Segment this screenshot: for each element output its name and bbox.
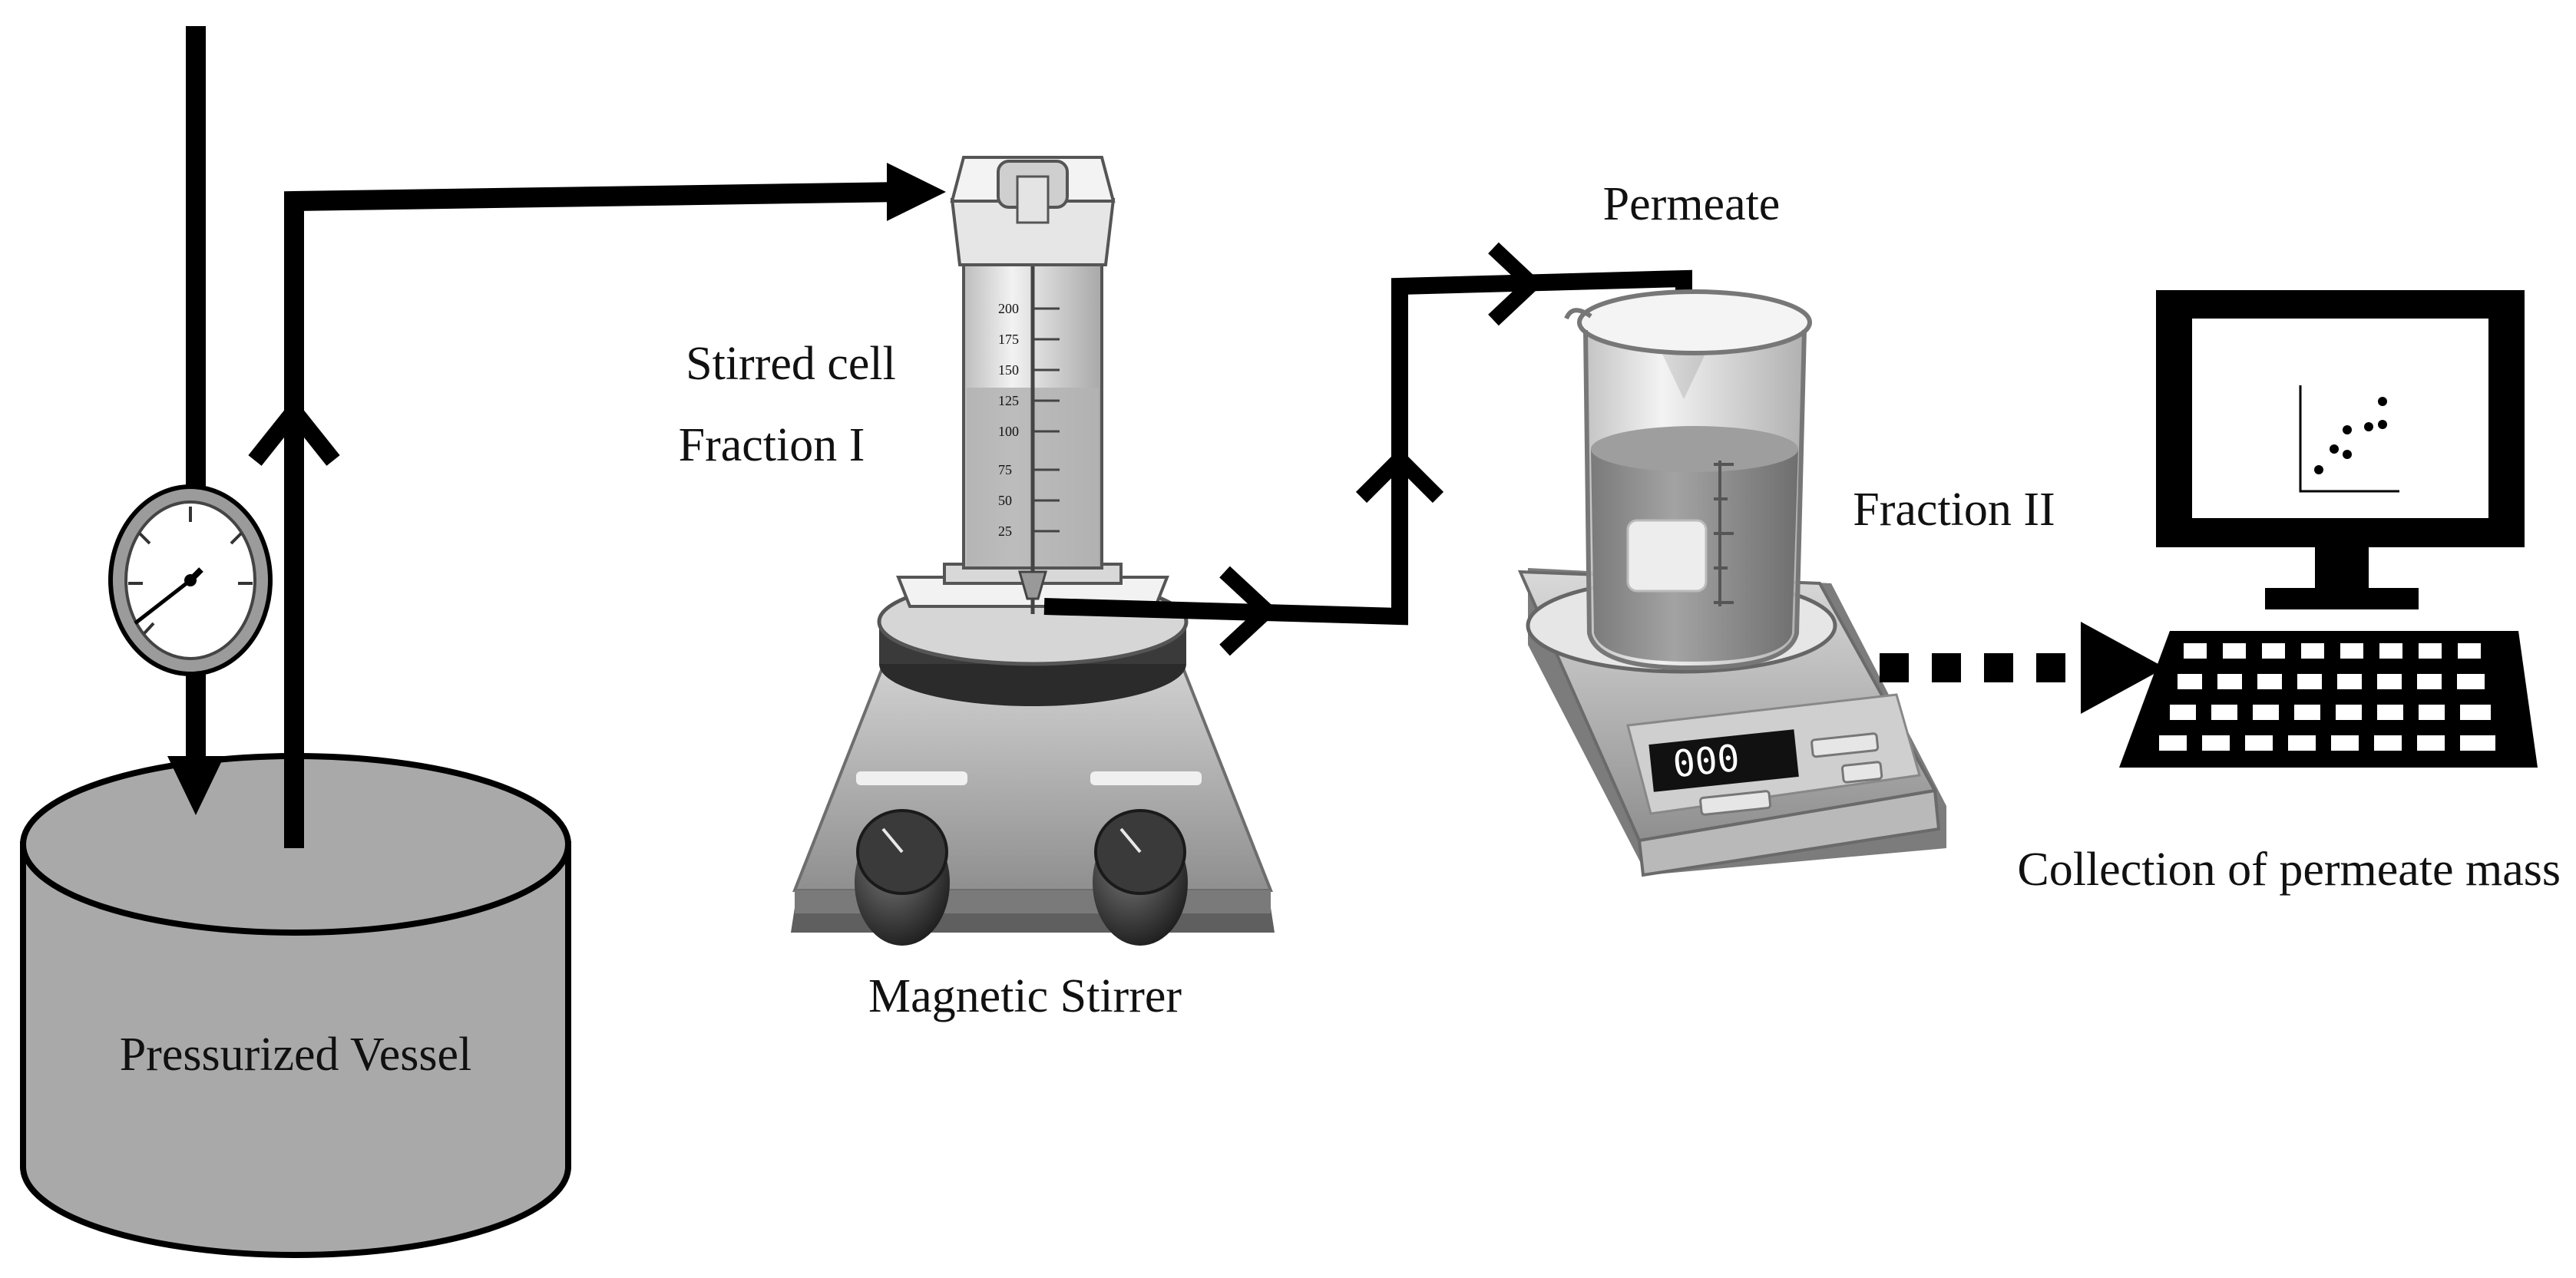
stirred-cell: 200 175 150 125 100 75 50 25 Stirred c	[679, 156, 1169, 614]
scale-label: 25	[998, 523, 1012, 539]
right-chevron-1	[1219, 566, 1278, 656]
computer: Collection of permeate mass	[2017, 290, 2561, 896]
computer-keyboard[interactable]	[2119, 631, 2538, 768]
cylinder-scale: 200 175 150 125 100 75 50 25	[998, 301, 1060, 539]
screen-scatter-plot	[2299, 385, 2399, 493]
monitor-neck	[2315, 547, 2369, 592]
balance-button[interactable]	[1699, 790, 1772, 816]
keyboard-keys	[2159, 643, 2495, 751]
right-chevron-2	[1488, 242, 1543, 326]
beaker: Fraction II	[1564, 289, 2055, 671]
computer-screen	[2192, 319, 2488, 518]
data-link-arrowhead	[2081, 622, 2165, 714]
gauge-needle	[134, 579, 192, 625]
scale-label: 150	[998, 362, 1019, 378]
balance-button[interactable]	[1810, 732, 1880, 758]
monitor-stand	[2265, 588, 2419, 609]
scale-label: 75	[998, 462, 1012, 477]
upward-chevron-1	[248, 398, 340, 466]
magnetic-stirrer-label: Magnetic Stirrer	[868, 970, 1182, 1022]
fraction-1-label: Fraction I	[679, 419, 865, 471]
collection-label: Collection of permeate mass	[2017, 844, 2561, 896]
pressure-gauge	[108, 484, 273, 676]
gas-inlet-line	[167, 26, 224, 815]
stirred-cell-label: Stirred cell	[686, 338, 896, 390]
balance-readout: 000	[1671, 737, 1741, 787]
balance-button[interactable]	[1840, 761, 1883, 784]
scale-label: 100	[998, 424, 1019, 439]
stirrer-label-slot-right	[1090, 771, 1202, 785]
vessel-label: Pressurized Vessel	[120, 1029, 472, 1081]
stirrer-label-slot-left	[856, 771, 967, 785]
scale-label: 50	[998, 493, 1012, 508]
beaker-rim	[1577, 289, 1812, 355]
scale-label: 200	[998, 301, 1019, 316]
stirrer-knob-right[interactable]	[1093, 809, 1188, 946]
magnetic-stirrer: Magnetic Stirrer	[791, 577, 1275, 1022]
permeate-label: Permeate	[1603, 178, 1781, 230]
data-link	[1880, 622, 2165, 714]
scale-label: 175	[998, 332, 1019, 347]
vessel-to-cell-line	[248, 163, 946, 848]
fraction-2-label: Fraction II	[1853, 484, 2055, 536]
stirrer-knob-left[interactable]	[855, 809, 950, 946]
cell-inlet-arrowhead	[887, 163, 946, 221]
inlet-arrowhead	[167, 756, 224, 815]
scale-label: 125	[998, 393, 1019, 408]
vessel-body	[20, 841, 571, 1258]
beaker-label-patch	[1626, 519, 1708, 593]
upward-chevron-2	[1355, 447, 1444, 504]
balance-display	[1648, 729, 1799, 792]
